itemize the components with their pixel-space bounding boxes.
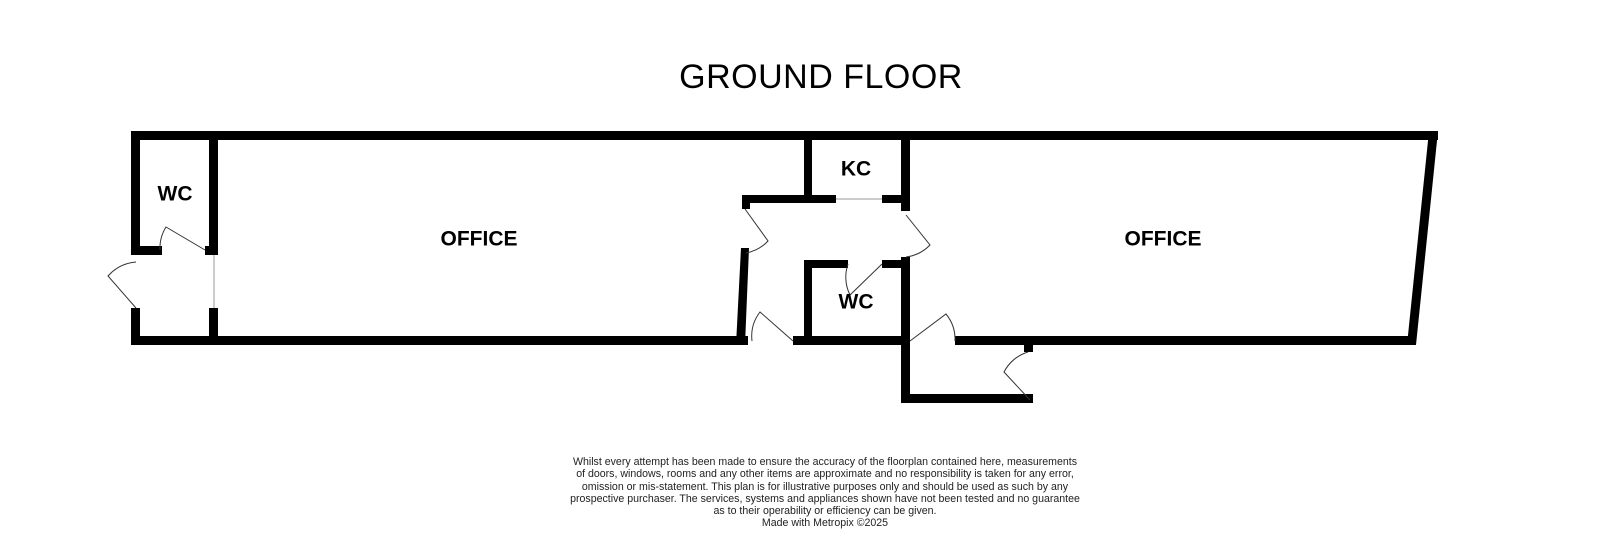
doors bbox=[107, 208, 1031, 401]
disclaimer-line: Whilst every attempt has been made to en… bbox=[572, 456, 1078, 468]
windows bbox=[213, 198, 882, 308]
room-label-wc-center: WC bbox=[839, 291, 874, 314]
disclaimer-line: of doors, windows, rooms and any other i… bbox=[576, 468, 1074, 481]
disclaimer-line: prospective purchaser. The services, sys… bbox=[570, 492, 1080, 505]
walls bbox=[131, 131, 1438, 403]
room-label-kc: KC bbox=[841, 158, 871, 181]
room-label-office-right: OFFICE bbox=[1125, 228, 1202, 251]
room-label-office-left: OFFICE bbox=[441, 228, 518, 251]
floor-title: GROUND FLOOR bbox=[679, 58, 963, 96]
room-labels: WC OFFICE KC WC OFFICE bbox=[158, 158, 1202, 314]
room-label-wc-left: WC bbox=[158, 183, 193, 206]
credit: Made with Metropix ©2025 bbox=[761, 517, 889, 530]
disclaimer: Whilst every attempt has been made to en… bbox=[550, 456, 1100, 530]
disclaimer-line: omission or mis-statement. This plan is … bbox=[581, 480, 1069, 493]
disclaimer-line: as to their operability or efficiency ca… bbox=[713, 505, 937, 518]
